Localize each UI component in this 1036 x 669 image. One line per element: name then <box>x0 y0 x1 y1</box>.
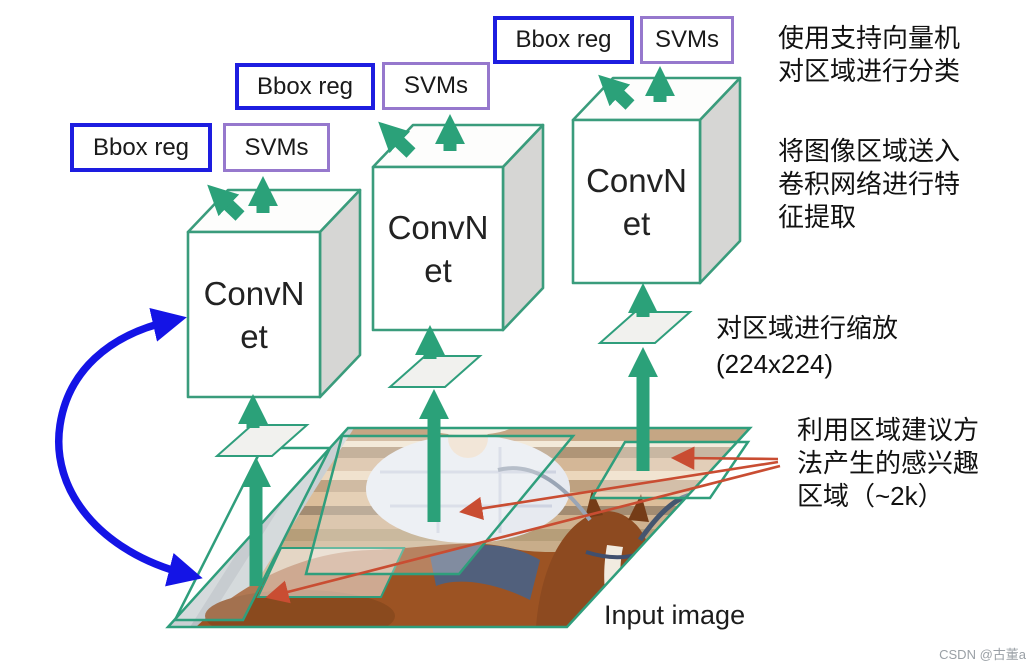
diagonal-arrow-icon <box>378 121 416 158</box>
svms-box-3: SVMs <box>640 16 734 64</box>
annotation-region-proposals: 利用区域建议方 法产生的感兴趣 区域（~2k） <box>797 415 980 511</box>
input-image-border <box>165 426 753 629</box>
convnet-label-line2: et <box>622 204 651 242</box>
convnet-label-line2: et <box>240 317 268 355</box>
convnet-label-1: ConvN et <box>188 232 320 397</box>
warped-region-3 <box>597 311 693 344</box>
input-image-label: Input image <box>604 600 746 630</box>
bbox-reg-box-1: Bbox reg <box>70 123 212 172</box>
watermark: CSDN @古董a <box>939 647 1026 662</box>
convnet-label-2: ConvN et <box>373 167 503 330</box>
green-up-arrows <box>207 66 675 586</box>
pointer-arrow-icon <box>459 460 779 521</box>
convnet-label-line1: ConvN <box>586 161 687 199</box>
svms-box-2: SVMs <box>382 62 490 110</box>
warped-region-1 <box>214 424 310 457</box>
convnet-label-3: ConvN et <box>573 120 700 283</box>
convnet-cube-1 <box>186 188 362 399</box>
convnet-label-line1: ConvN <box>203 274 305 312</box>
svms-box-1: SVMs <box>223 123 330 172</box>
bbox-reg-box-3: Bbox reg <box>493 16 634 64</box>
diagonal-arrow-icon <box>207 184 245 221</box>
convnet-label-line1: ConvN <box>387 208 489 246</box>
convnet-cube-2 <box>371 123 545 332</box>
loop-arrow-icon <box>55 307 203 587</box>
region-pointer-arrows <box>265 446 781 604</box>
warped-regions <box>214 311 693 457</box>
diagonal-arrow-icon <box>598 74 635 110</box>
warped-region-2 <box>387 355 483 388</box>
bbox-reg-box-2: Bbox reg <box>235 63 375 110</box>
pointer-arrow-icon <box>265 464 781 604</box>
annotation-feature-extract: 将图像区域送入 卷积网络进行特 征提取 <box>778 136 961 232</box>
convnet-label-line2: et <box>424 251 452 289</box>
pointer-arrow-icon <box>670 446 779 470</box>
annotation-resize-224: 对区域进行缩放 (224x224) <box>716 313 899 379</box>
annotation-svm-classify: 使用支持向量机 对区域进行分类 <box>778 23 961 86</box>
